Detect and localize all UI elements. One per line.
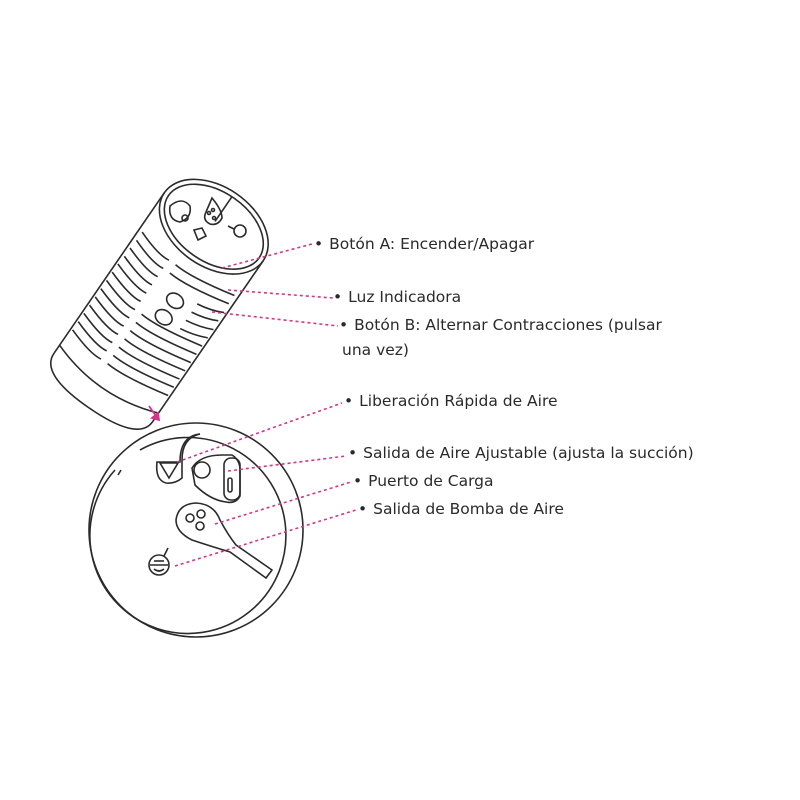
indicator-light-icon: [165, 292, 185, 310]
device-body: [49, 178, 269, 430]
callout-lines: [174, 243, 357, 567]
device-base-inner: [89, 436, 287, 635]
label-indicator-light: •Luz Indicadora: [333, 288, 462, 306]
label-quick-release: •Liberación Rápida de Aire: [344, 392, 558, 410]
device-top-face: [158, 178, 269, 275]
button-b-icon: [154, 308, 173, 326]
label-button-b: •Botón B: Alternar Contracciones (pulsar: [339, 316, 662, 334]
arrow-icon: [148, 405, 161, 422]
adjustable-outlet-icon: [191, 454, 241, 504]
device-base-outer: [88, 422, 304, 638]
label-charging-port: •Puerto de Carga: [353, 472, 494, 490]
label-button-b-cont: una vez): [342, 341, 409, 359]
top-face-icons: [168, 196, 247, 242]
charging-port-icon: [175, 502, 274, 580]
label-pump-outlet: •Salida de Bomba de Aire: [358, 500, 564, 518]
label-adjustable-outlet: •Salida de Aire Ajustable (ajusta la suc…: [348, 444, 694, 462]
pump-outlet-icon: [148, 547, 170, 576]
device-ribs: [71, 231, 235, 397]
quick-release-icon: [155, 433, 201, 484]
label-button-a: •Botón A: Encender/Apagar: [314, 235, 535, 253]
